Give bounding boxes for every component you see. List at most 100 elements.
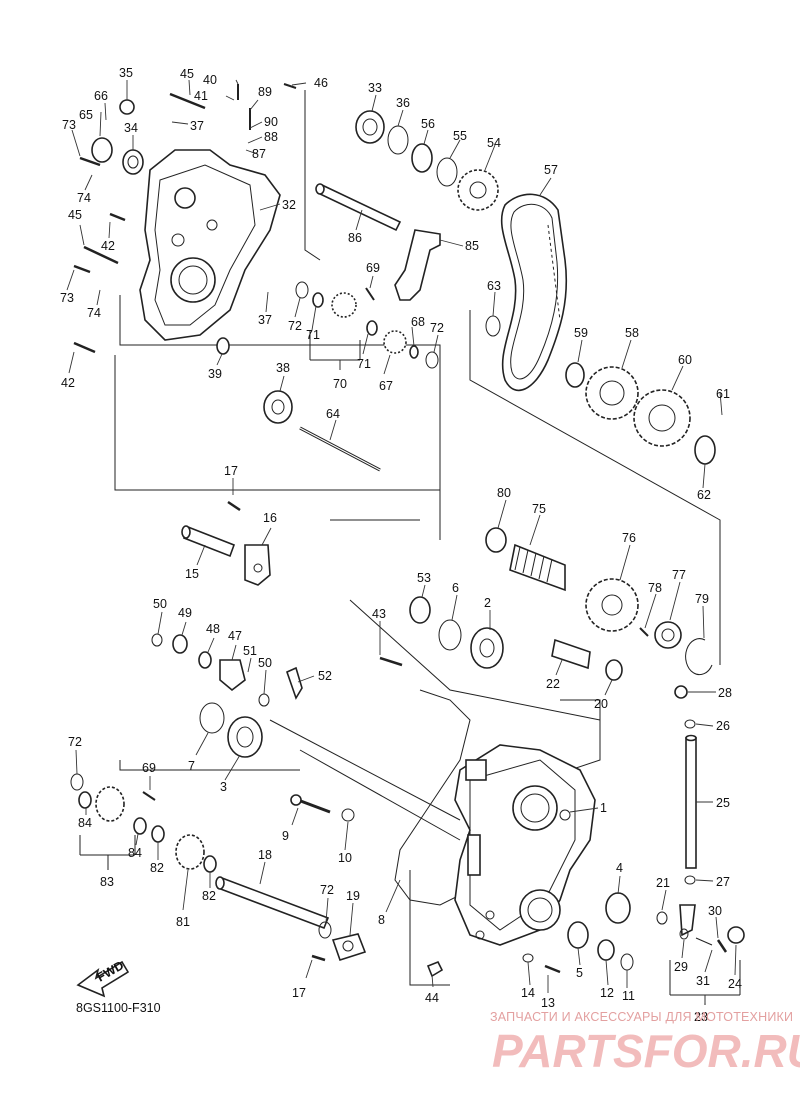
part-label: 79 xyxy=(695,592,709,606)
part-label: 17 xyxy=(224,464,238,478)
part-label: 63 xyxy=(487,279,501,293)
part-label: 20 xyxy=(594,697,608,711)
part-label: 37 xyxy=(258,313,272,327)
part-label: 86 xyxy=(348,231,362,245)
part-label: 85 xyxy=(465,239,479,253)
part-label: 52 xyxy=(318,669,332,683)
part-label: 21 xyxy=(656,876,670,890)
part-label: 1 xyxy=(600,801,607,815)
part-label: 82 xyxy=(202,889,216,903)
part-label: 70 xyxy=(333,377,347,391)
part-label: 35 xyxy=(119,66,133,80)
part-labels: 1 2 3 4 5 6 7 8 9 10 11 12 13 14 15 16 1… xyxy=(60,66,742,1024)
leader-lines xyxy=(66,79,737,1003)
part-label: 84 xyxy=(128,846,142,860)
part-label: 90 xyxy=(264,115,278,129)
part-label: 57 xyxy=(544,163,558,177)
part-label: 62 xyxy=(697,488,711,502)
part-label: 53 xyxy=(417,571,431,585)
part-label: 6 xyxy=(452,581,459,595)
part-label: 69 xyxy=(366,261,380,275)
part-label: 55 xyxy=(453,129,467,143)
part-label: 72 xyxy=(430,321,444,335)
part-label: 18 xyxy=(258,848,272,862)
drive-chain xyxy=(500,193,568,392)
part-label: 76 xyxy=(622,531,636,545)
part-label: 78 xyxy=(648,581,662,595)
diagram-code: 8GS1100-F310 xyxy=(76,1001,161,1015)
part-label: 32 xyxy=(282,198,296,212)
part-label: 14 xyxy=(521,986,535,1000)
part-label: 16 xyxy=(263,511,277,525)
part-label: 31 xyxy=(696,974,710,988)
gears xyxy=(78,169,691,873)
part-label: 89 xyxy=(258,85,272,99)
part-label: 30 xyxy=(708,904,722,918)
part-label: 43 xyxy=(372,607,386,621)
part-label: 56 xyxy=(421,117,435,131)
part-label: 83 xyxy=(100,875,114,889)
part-label: 58 xyxy=(625,326,639,340)
part-label: 39 xyxy=(208,367,222,381)
part-label: 49 xyxy=(178,606,192,620)
part-label: 28 xyxy=(718,686,732,700)
part-label: 84 xyxy=(78,816,92,830)
part-label: 50 xyxy=(258,656,272,670)
part-label: 38 xyxy=(276,361,290,375)
part-label: 77 xyxy=(672,568,686,582)
part-label: 11 xyxy=(622,989,635,1003)
part-label: 74 xyxy=(77,191,91,205)
part-label: 60 xyxy=(678,353,692,367)
watermark-tagline: ЗАПЧАСТИ И АКСЕССУАРЫ ДЛЯ МОТОТЕХНИКИ xyxy=(490,1010,794,1024)
part-label: 87 xyxy=(252,147,266,161)
part-label: 29 xyxy=(674,960,688,974)
part-label: 22 xyxy=(546,677,560,691)
part-label: 75 xyxy=(532,502,546,516)
part-label: 45 xyxy=(180,67,194,81)
shafts xyxy=(181,183,697,930)
part-label: 74 xyxy=(87,306,101,320)
part-label: 71 xyxy=(306,328,320,342)
part-label: 36 xyxy=(396,96,410,110)
watermark-logo: PARTSFOR.RU xyxy=(492,1025,800,1077)
part-label: 37 xyxy=(190,119,204,133)
part-label: 25 xyxy=(716,796,730,810)
part-label: 48 xyxy=(206,622,220,636)
part-label: 7 xyxy=(188,759,195,773)
part-label: 50 xyxy=(153,597,167,611)
part-label: 5 xyxy=(576,966,583,980)
crankcase xyxy=(394,689,596,946)
part-label: 73 xyxy=(60,291,74,305)
part-label: 59 xyxy=(574,326,588,340)
part-label: 19 xyxy=(346,889,360,903)
part-label: 68 xyxy=(411,315,425,329)
part-label: 3 xyxy=(220,780,227,794)
part-label: 12 xyxy=(600,986,614,1000)
part-label: 44 xyxy=(425,991,439,1005)
part-label: 65 xyxy=(79,108,93,122)
part-label: 66 xyxy=(94,89,108,103)
part-label: 81 xyxy=(176,915,190,929)
part-label: 10 xyxy=(338,851,352,865)
part-label: 2 xyxy=(484,596,491,610)
part-label: 23 xyxy=(694,1010,708,1024)
part-label: 47 xyxy=(228,629,242,643)
bolts xyxy=(73,83,728,974)
part-label: 72 xyxy=(68,735,82,749)
part-label: 13 xyxy=(541,996,555,1010)
part-label: 8 xyxy=(378,913,385,927)
part-label: 24 xyxy=(728,977,742,991)
part-label: 69 xyxy=(142,761,156,775)
part-label: 40 xyxy=(203,73,217,87)
part-label: 71 xyxy=(357,357,371,371)
part-label: 27 xyxy=(716,875,730,889)
part-label: 9 xyxy=(282,829,289,843)
part-label: 15 xyxy=(185,567,199,581)
bearings xyxy=(70,110,716,971)
part-label: 61 xyxy=(716,387,730,401)
part-label: 34 xyxy=(124,121,138,135)
part-label: 33 xyxy=(368,81,382,95)
part-label: 88 xyxy=(264,130,278,144)
case-cover xyxy=(139,149,281,341)
part-label: 67 xyxy=(379,379,393,393)
